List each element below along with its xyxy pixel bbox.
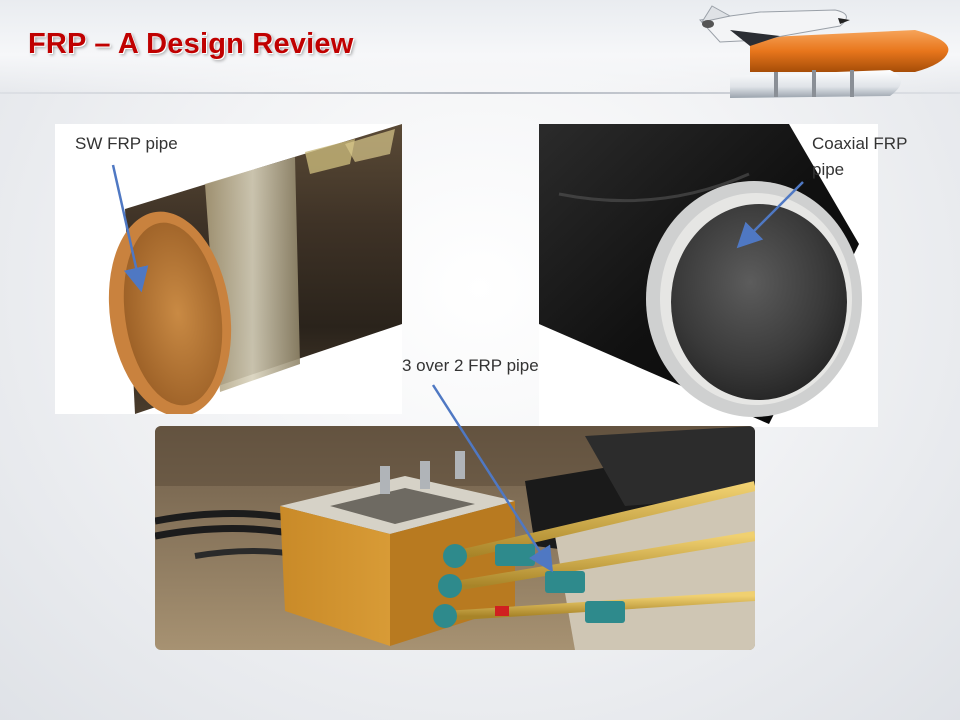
label-coaxial-line2: pipe [812,160,845,179]
label-coaxial-frp-pipe: Coaxial FRP pipe [812,131,907,183]
photo-3-over-2-frp-pipe [155,426,755,650]
header-divider [0,92,960,94]
label-sw-frp-pipe: SW FRP pipe [75,134,178,153]
label-coaxial-line1: Coaxial FRP [812,134,908,153]
slide-title: FRP – A Design Review [28,28,354,60]
label-3-over-2-frp-pipe: 3 over 2 FRP pipe [402,356,539,375]
space-shuttle-graphic [698,5,949,98]
photo-sw-frp-pipe [55,124,402,414]
